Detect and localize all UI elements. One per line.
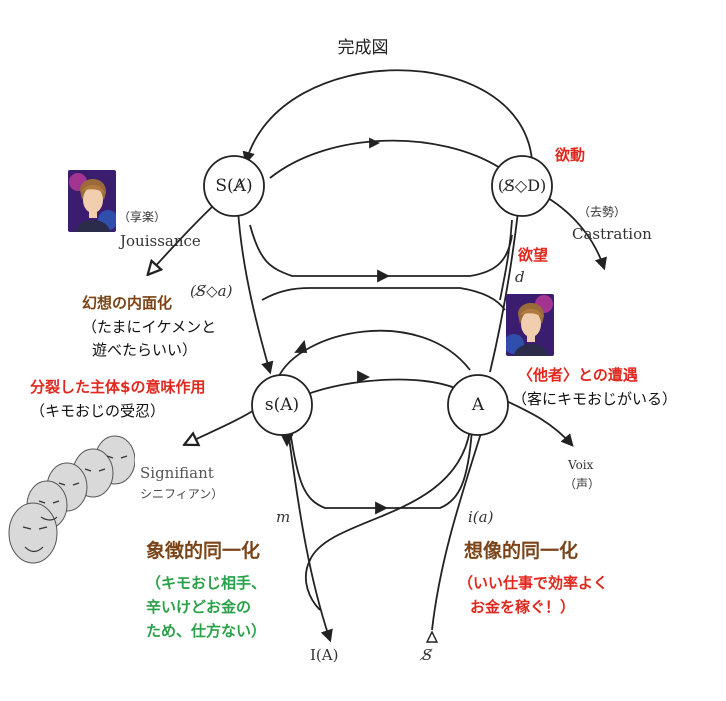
upper-outer-arc — [242, 69, 533, 165]
s-a-to-a — [304, 378, 456, 396]
split-subject-title: 分裂した主体$の意味作用 — [30, 378, 206, 396]
i-a-label: i(a) — [468, 508, 494, 526]
node-a: A — [471, 395, 485, 415]
middle-bridge — [261, 287, 506, 311]
barred-s-label: S̸ — [422, 646, 433, 664]
s-barred-a-to-s-a — [237, 209, 274, 375]
symbolic-note-2: 辛いけどお金の — [146, 598, 252, 616]
voix-jp-label: （声） — [564, 477, 601, 491]
drive-to-a — [489, 211, 519, 373]
imaginary-note-2: お金を稼ぐ！） — [470, 598, 576, 616]
upper-inner-arc — [269, 139, 501, 179]
symbolic-note-3: ため、仕方ない） — [146, 622, 267, 640]
imaginary-loop — [305, 429, 471, 611]
lower-bridge — [289, 429, 473, 509]
fantasy-note-1: （たまにイケメンと — [82, 318, 217, 336]
d-label: d — [515, 268, 525, 286]
castration-jp-label: （去勢） — [578, 205, 627, 219]
handsome-portrait-top — [68, 170, 116, 232]
imaginary-identification-title: 想像的同一化 — [464, 540, 579, 562]
fantasy-title: 幻想の内面化 — [82, 294, 173, 312]
castration-line — [547, 197, 607, 271]
node-s-barred-a-circle — [203, 155, 265, 217]
fantasy-note-2: 遊べたらいい） — [92, 341, 198, 359]
ideal-i-a-label: I(A) — [310, 646, 339, 664]
m-label: m — [276, 508, 291, 526]
castration-label: Castration — [572, 225, 652, 243]
voix-label: Voix — [568, 458, 594, 472]
node-s-diamond-d: (S̸◇D) — [497, 176, 547, 195]
node-s-of-a-circle — [251, 374, 313, 436]
signifiant-jp-label: シニフィアン） — [140, 487, 224, 501]
jouissance-label: Jouissance — [120, 232, 201, 250]
jouissance-jp-label: （享楽） — [118, 210, 167, 224]
symbolic-note-1: （キモおじ相手、 — [146, 574, 267, 592]
barred-s-line — [431, 429, 483, 631]
upper-bridge — [249, 224, 513, 277]
node-s-of-a: s(A) — [264, 395, 300, 415]
identification-loop — [287, 429, 333, 643]
symbolic-identification-title: 象徴的同一化 — [146, 540, 261, 562]
jouissance-line — [152, 204, 215, 270]
split-subject-note: （キモおじの受忍） — [30, 402, 166, 420]
other-encounter-title: 〈他者〉との遭遇 — [518, 366, 638, 384]
desire-label: 欲望 — [518, 246, 549, 264]
other-encounter-note: （客にキモおじがいる） — [512, 390, 678, 408]
handsome-portrait-right — [506, 294, 554, 356]
diagram-title: 完成図 — [337, 38, 389, 58]
node-s-diamond-d-circle — [491, 155, 553, 217]
node-s-barred-a: S(A̸) — [215, 176, 253, 196]
fantasy-formula-label: (S̸◇a) — [190, 282, 233, 300]
old-man-faces — [5, 435, 136, 585]
imaginary-note-1: （いい仕事で効率よく — [458, 574, 609, 592]
node-a-circle — [447, 374, 509, 436]
middle-inner-arc — [277, 329, 471, 379]
signifiant-label: Signifiant — [140, 464, 214, 482]
drive-label: 欲動 — [555, 146, 586, 164]
